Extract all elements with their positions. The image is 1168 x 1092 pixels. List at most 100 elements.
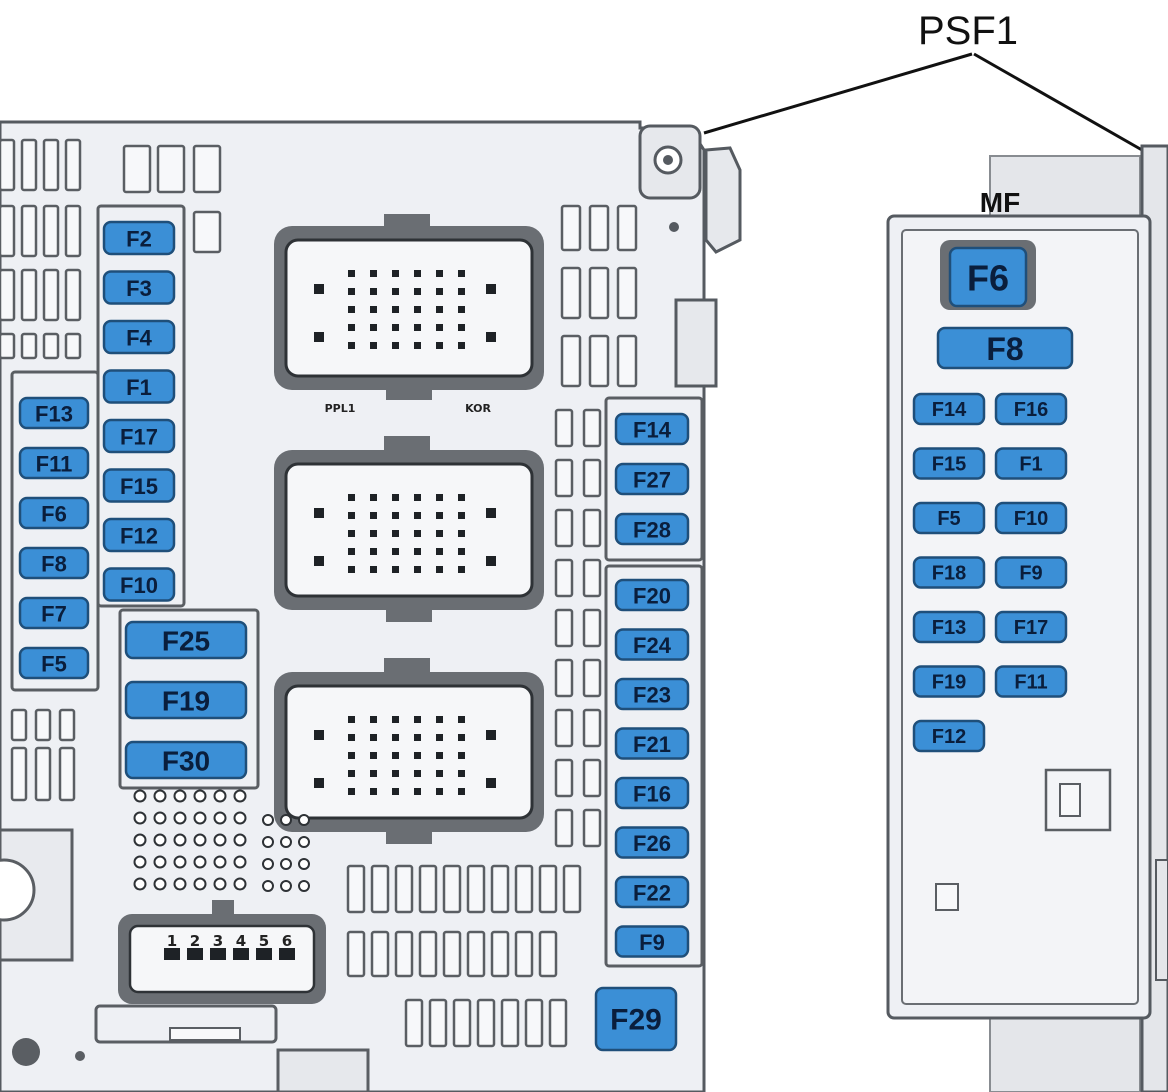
- fuse-label: F15: [120, 474, 158, 499]
- connector-pin: [370, 548, 377, 555]
- vent-hole: [280, 814, 292, 826]
- pin-number: 4: [236, 932, 246, 950]
- connector-pin: [314, 284, 324, 294]
- connector-pin: [314, 332, 324, 342]
- fuse-label: F11: [36, 452, 73, 477]
- fuse-label: F28: [633, 518, 671, 543]
- connector-block-2: [274, 436, 544, 622]
- connector-pin: [392, 342, 399, 349]
- vent-hole: [280, 858, 292, 870]
- vent-hole: [193, 811, 207, 825]
- vent-hole: [193, 833, 207, 847]
- vent-hole: [262, 814, 274, 826]
- connector-pin: [458, 270, 465, 277]
- connector-pin: [348, 324, 355, 331]
- connector-pin: [392, 752, 399, 759]
- fuse-f28: F28: [614, 512, 690, 546]
- connector-pin: [436, 734, 443, 741]
- connector-pin: [370, 788, 377, 795]
- vent-hole: [262, 880, 274, 892]
- connector-pin: [370, 494, 377, 501]
- fuse-label: F10: [120, 573, 158, 598]
- connector-pin: [414, 270, 421, 277]
- connector-pin: [314, 556, 324, 566]
- fuse-label: F17: [1014, 617, 1048, 639]
- pin-number: 2: [190, 932, 200, 950]
- header-pin: [279, 948, 295, 960]
- connector-pin: [370, 270, 377, 277]
- fuse-f7: F7: [18, 596, 90, 630]
- connector-pin: [458, 494, 465, 501]
- fuse-f27: F27: [614, 462, 690, 496]
- vent-hole: [233, 833, 247, 847]
- fuse-f13: F13: [18, 396, 90, 430]
- connector-pin: [414, 324, 421, 331]
- connector-pin: [414, 770, 421, 777]
- leader-line-left: [703, 52, 973, 135]
- header-pin: [210, 948, 226, 960]
- pin-number: 1: [167, 932, 177, 950]
- fuse-label: F27: [633, 468, 671, 493]
- fuse-f11: F11: [994, 665, 1068, 698]
- fuse-label: F12: [120, 524, 158, 549]
- vent-hole: [153, 811, 167, 825]
- fuse-label: F2: [126, 227, 152, 252]
- fuse-f8: F8: [18, 546, 90, 580]
- fuse-label: F1: [126, 375, 152, 400]
- connector-pin: [414, 530, 421, 537]
- fuse-f14: F14: [912, 392, 986, 426]
- vent-hole: [173, 877, 187, 891]
- connector-pin: [370, 306, 377, 313]
- connector-pin: [486, 556, 496, 566]
- fuse-f14: F14: [614, 412, 690, 446]
- vent-hole: [233, 855, 247, 869]
- connector-pin: [436, 324, 443, 331]
- vent-hole: [233, 877, 247, 891]
- vent-hole: [193, 877, 207, 891]
- connector-pin: [348, 270, 355, 277]
- vent-hole: [233, 811, 247, 825]
- connector-pin: [486, 332, 496, 342]
- fuse-f25: F25: [124, 620, 248, 660]
- vent-hole: [298, 858, 310, 870]
- fuse-f19: F19: [124, 680, 248, 720]
- fuse-label: F8: [986, 331, 1023, 367]
- hole-grid: [133, 789, 310, 892]
- connector-pin: [392, 548, 399, 555]
- fuse-f22: F22: [614, 875, 690, 909]
- fuse-f24: F24: [614, 628, 690, 661]
- connector-pin: [314, 778, 324, 788]
- fuse-f11: F11: [18, 446, 90, 480]
- fuse-label: F22: [633, 881, 671, 906]
- fuse-label: F21: [633, 732, 671, 757]
- connector-pin: [392, 770, 399, 777]
- connector-pin: [370, 530, 377, 537]
- connector-pin: [348, 716, 355, 723]
- connector-pin: [392, 530, 399, 537]
- connector-pin: [348, 342, 355, 349]
- header-pin: [164, 948, 180, 960]
- fuse-label: F20: [633, 584, 671, 609]
- fuse-label: F30: [162, 746, 210, 777]
- fuse-f5: F5: [18, 646, 90, 680]
- fuse-f6: F6: [18, 496, 90, 530]
- connector-pin: [458, 788, 465, 795]
- connector-label-ppl1: PPL1: [325, 402, 356, 415]
- connector-pin: [392, 494, 399, 501]
- connector-pin: [486, 730, 496, 740]
- fuse-label: F23: [633, 683, 671, 708]
- vent-hole: [153, 789, 167, 803]
- fuse-label: F13: [932, 617, 966, 639]
- connector-pin: [370, 342, 377, 349]
- vent-hole: [153, 877, 167, 891]
- connector-label-kor: KOR: [465, 402, 491, 415]
- connector-pin: [392, 788, 399, 795]
- connector-pin: [348, 494, 355, 501]
- connector-pin: [392, 512, 399, 519]
- vent-hole: [262, 836, 274, 848]
- fuse-f4: F4: [102, 319, 176, 355]
- connector-pin: [458, 716, 465, 723]
- fuse-f17: F17: [102, 418, 176, 454]
